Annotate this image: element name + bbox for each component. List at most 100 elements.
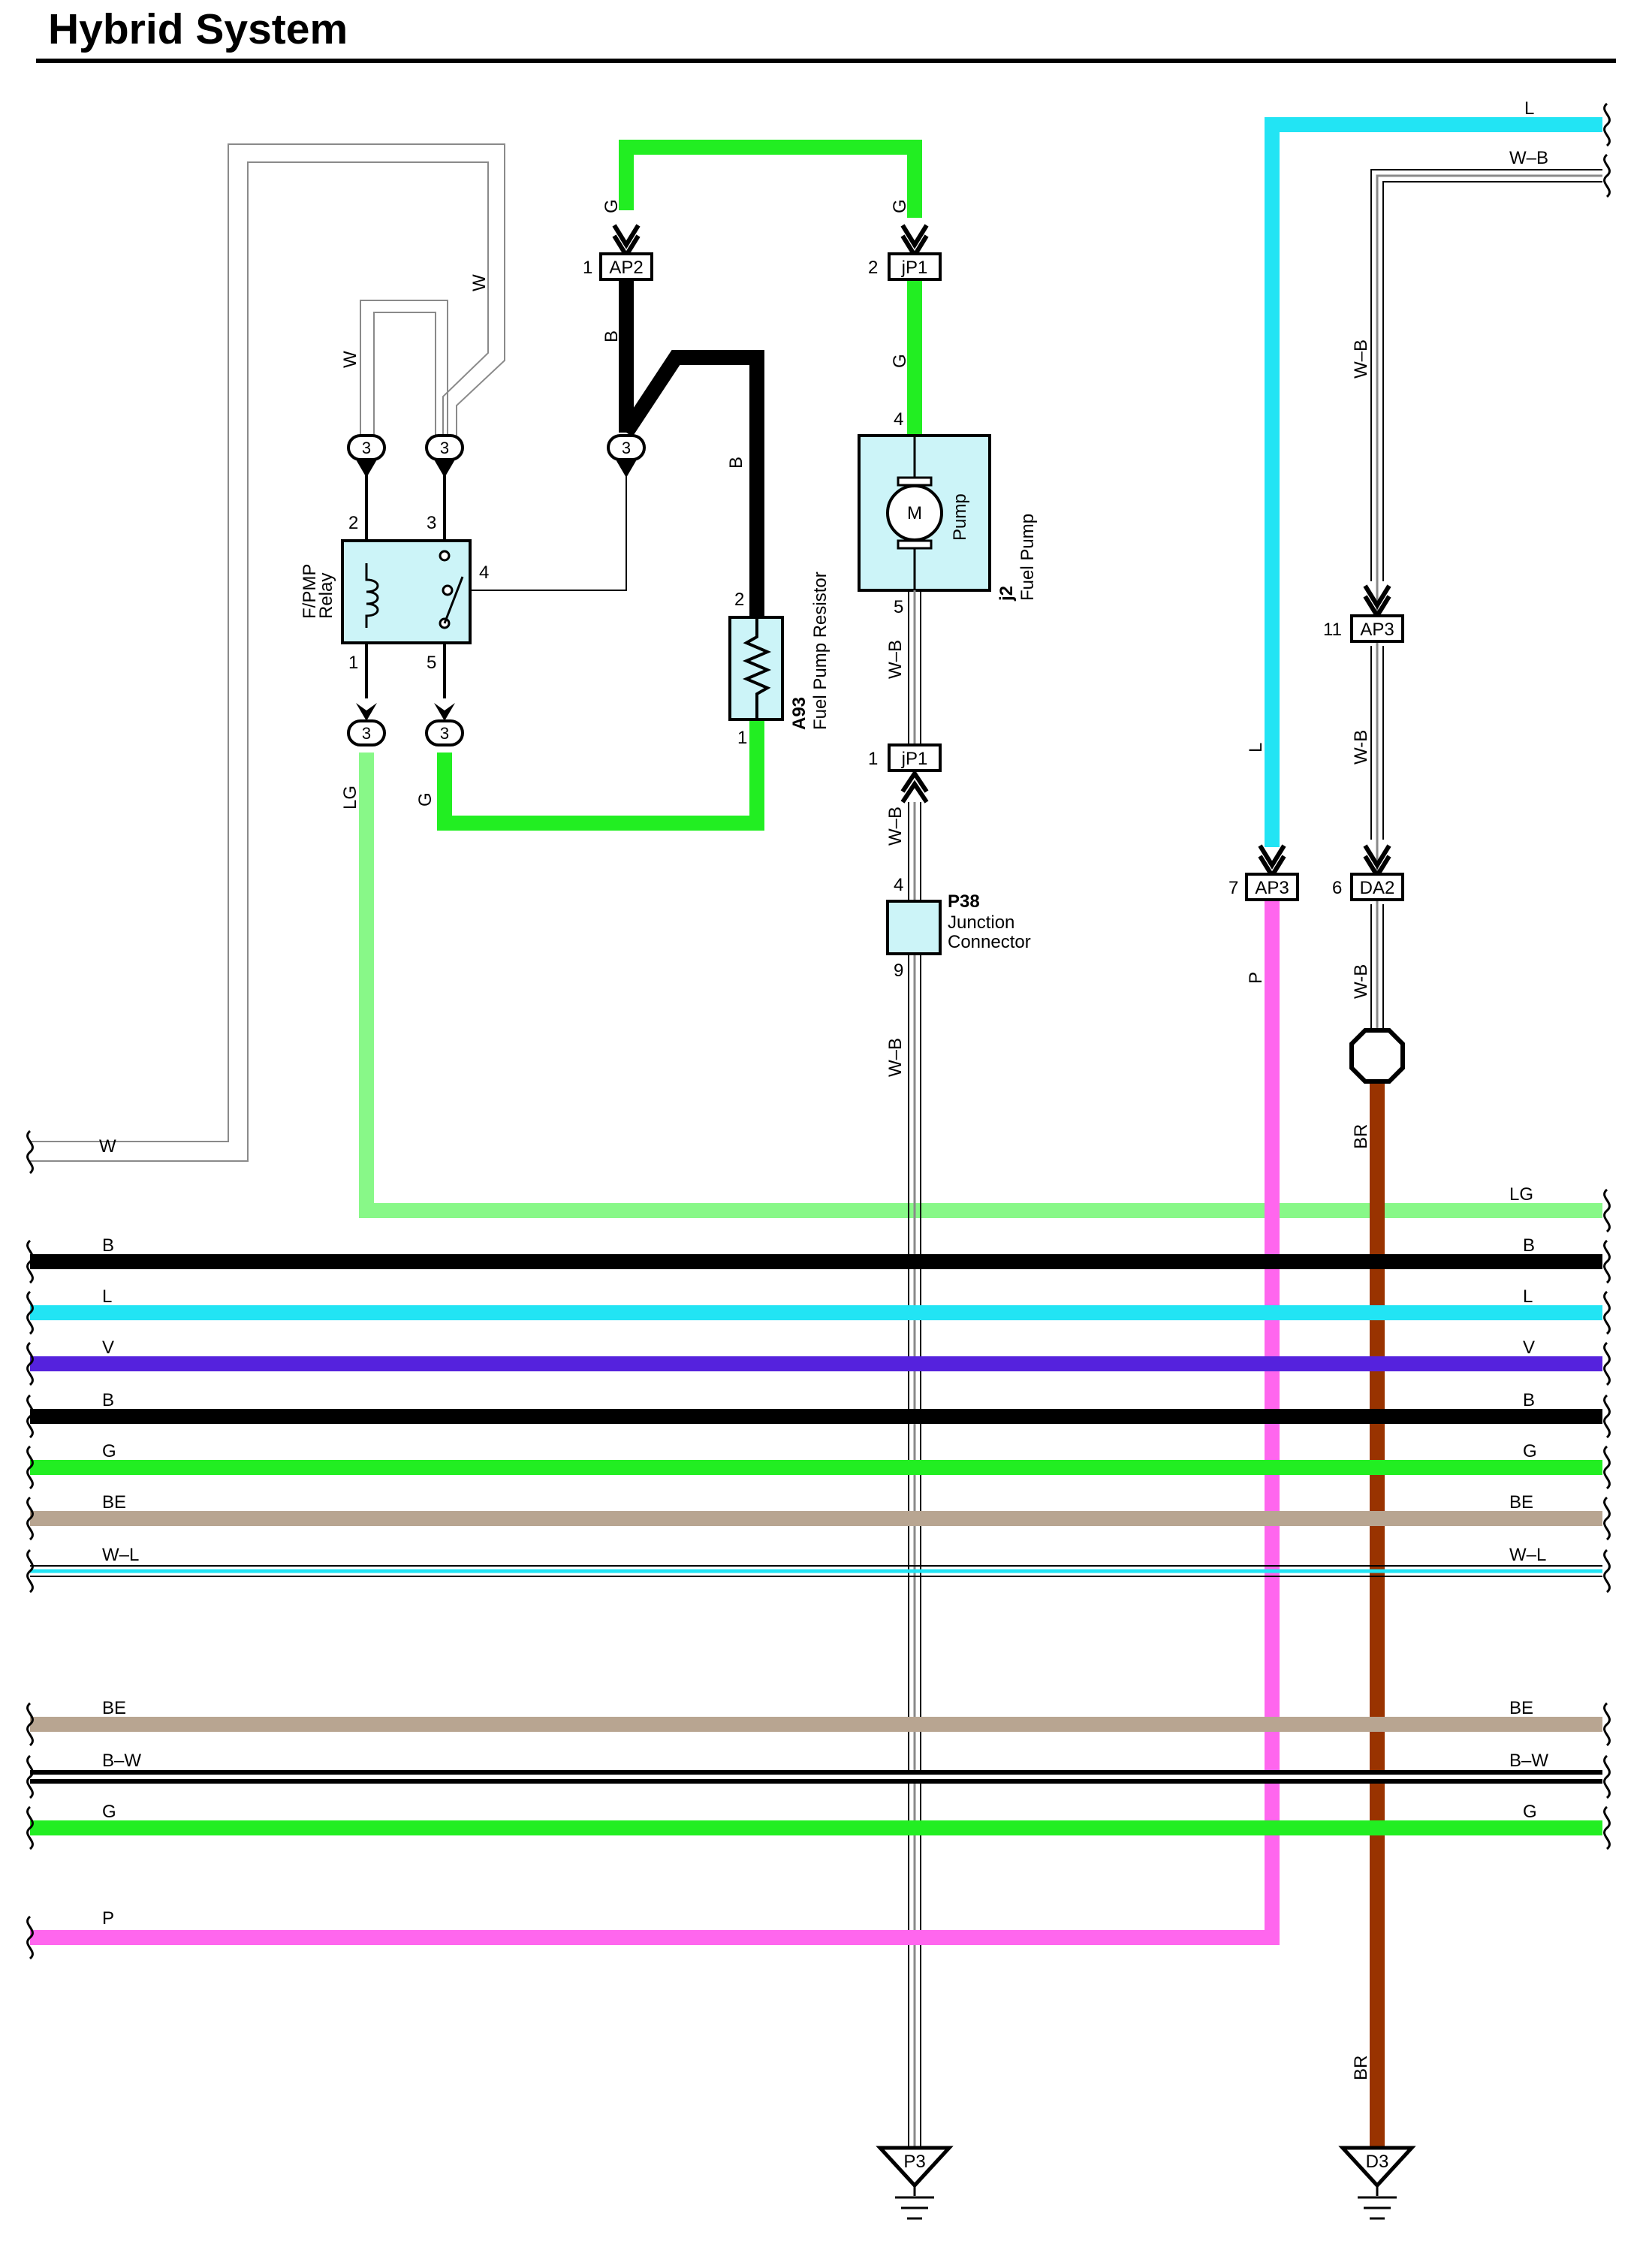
bus-line-label: B–W xyxy=(102,1751,141,1771)
wire-p-right xyxy=(30,901,1280,1945)
bus-line-label: BE xyxy=(1509,1492,1533,1513)
wave-break xyxy=(1603,1805,1611,1850)
connector-da2: DA2 6 xyxy=(1332,844,1404,901)
wave-break-wb xyxy=(1603,153,1611,198)
resistor-code: A93 xyxy=(789,697,809,730)
svg-text:1: 1 xyxy=(868,749,878,769)
bus-line-label: V xyxy=(1523,1338,1535,1358)
wave-break xyxy=(1603,1445,1611,1490)
wire-label-lg: LG xyxy=(340,786,360,810)
ground-p3-label: P3 xyxy=(903,2152,925,2172)
wire-relay-pin4 xyxy=(448,473,627,591)
wire-label-g: G xyxy=(890,354,910,368)
p38-code: P38 xyxy=(948,891,980,912)
relay-pin: 3 xyxy=(427,513,436,533)
wire-wb-pump xyxy=(908,590,921,2148)
svg-text:AP3: AP3 xyxy=(1360,620,1394,640)
p38-line1: Junction xyxy=(948,912,1014,933)
pump-code: j2 xyxy=(996,586,1017,602)
wire-label-g: G xyxy=(601,199,622,213)
relay-label2: Relay xyxy=(316,573,336,619)
pump-name: Fuel Pump xyxy=(1017,514,1038,601)
p38-pin: 4 xyxy=(894,875,903,895)
connector-ap2: AP2 1 xyxy=(583,224,653,281)
svg-text:jP1: jP1 xyxy=(901,258,928,278)
fuel-pump-resistor xyxy=(728,616,784,721)
bus-line-label: W–L xyxy=(1509,1545,1546,1565)
junction-pin: 3 xyxy=(440,724,449,743)
relay-pin: 2 xyxy=(348,513,358,533)
connector-ap3-upper: AP3 11 xyxy=(1323,584,1404,643)
bus-line-label: LG xyxy=(1509,1184,1533,1205)
svg-text:6: 6 xyxy=(1332,878,1342,898)
wire-wb-right xyxy=(1370,169,1602,1036)
connector-ap3-lower: AP3 7 xyxy=(1228,844,1299,901)
wave-break xyxy=(1603,1239,1611,1284)
page-title: Hybrid System xyxy=(48,5,348,53)
svg-text:AP2: AP2 xyxy=(609,258,643,278)
wire-w-loop xyxy=(30,143,505,1162)
wave-break xyxy=(1603,1702,1611,1747)
junction-connector-p38 xyxy=(886,900,942,955)
wire-label-l: L xyxy=(1524,98,1534,119)
bus-line-label: G xyxy=(102,1802,116,1822)
wire-b-right xyxy=(620,350,764,617)
svg-text:7: 7 xyxy=(1228,878,1238,898)
wire-label-b: B xyxy=(601,330,622,342)
wire-wb-right-inner xyxy=(1376,174,1602,1036)
wire-label-g: G xyxy=(890,199,910,213)
wire-label-wb: W-B xyxy=(1351,964,1371,999)
wire-label-br: BR xyxy=(1351,2055,1371,2080)
resistor-pin: 1 xyxy=(737,728,747,748)
wire-label-wb: W–B xyxy=(1351,339,1371,379)
wave-break xyxy=(1603,1754,1611,1799)
connector-jp1-top: jP1 2 xyxy=(868,224,942,281)
wave-break-l xyxy=(1603,102,1611,147)
ground-d3-label: D3 xyxy=(1366,2152,1389,2172)
junction-connectors: 3 3 3 3 3 xyxy=(347,434,646,746)
wave-break xyxy=(1603,1341,1611,1386)
wire-label-wb: W–B xyxy=(885,640,906,679)
wire-label-g: G xyxy=(415,792,436,807)
svg-text:jP1: jP1 xyxy=(901,749,928,769)
fpmp-relay xyxy=(341,539,472,644)
bus-line-label: G xyxy=(102,1441,116,1461)
bus-line-label: BE xyxy=(102,1492,126,1513)
junction-pin: 3 xyxy=(362,724,371,743)
svg-text:2: 2 xyxy=(868,258,878,278)
wire-label-wb: W–B xyxy=(885,1038,906,1077)
fuel-pump: M xyxy=(858,434,991,592)
p38-line2: Connector xyxy=(948,932,1031,952)
wire-label-p: P xyxy=(102,1908,114,1929)
wave-break xyxy=(1603,1394,1611,1439)
junction-pin: 3 xyxy=(362,439,371,457)
wire-lg xyxy=(359,753,1602,1218)
bus-line-label: L xyxy=(1523,1286,1533,1307)
wire-label-l: L xyxy=(1246,743,1266,753)
bus-line-label: L xyxy=(102,1286,112,1307)
motor-icon: M xyxy=(907,503,922,523)
relay-pin: 4 xyxy=(479,562,489,583)
bus-line-label: W–L xyxy=(102,1545,139,1565)
wave-break xyxy=(1603,1549,1611,1594)
ground-d3: D3 xyxy=(1338,2146,1416,2220)
bus-line-label: G xyxy=(1523,1441,1537,1461)
bus-line-label: B xyxy=(102,1235,114,1256)
wire-g-top xyxy=(619,140,922,218)
wire-label-wb: W–B xyxy=(1509,148,1548,168)
resistor-name: Fuel Pump Resistor xyxy=(810,572,831,730)
title-rule xyxy=(36,59,1616,63)
bus-line-label: B xyxy=(102,1390,114,1410)
pump-inner-label: Pump xyxy=(950,493,970,541)
junction-pin: 3 xyxy=(622,439,631,457)
wire-label-b: B xyxy=(726,457,746,469)
relay-pin: 1 xyxy=(348,653,358,673)
bus-line-label: V xyxy=(102,1338,114,1358)
bus-line-label: G xyxy=(1523,1802,1537,1822)
bus-line-label: B–W xyxy=(1509,1751,1548,1771)
wire-l-right xyxy=(1265,117,1602,847)
resistor-pin: 2 xyxy=(734,590,744,610)
wave-break-w xyxy=(26,1130,34,1175)
